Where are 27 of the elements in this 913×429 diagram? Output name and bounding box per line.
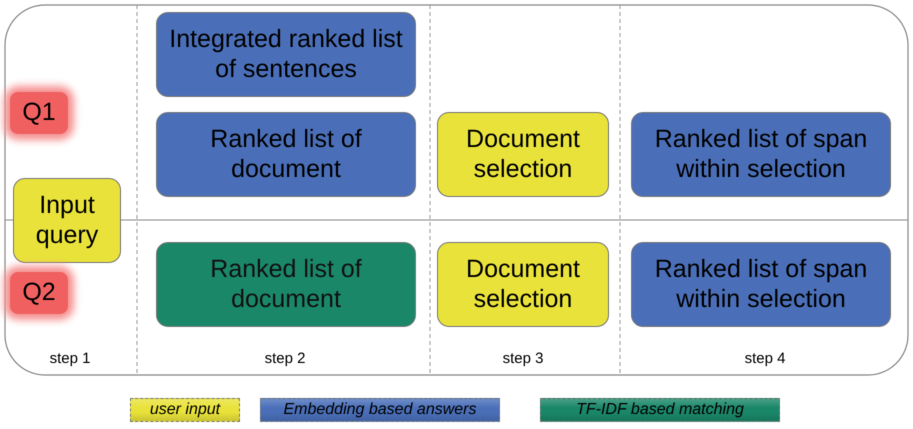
step-box <box>156 242 416 327</box>
highlight-tag <box>10 272 68 314</box>
step-box <box>437 242 609 327</box>
box-text: Document selection <box>465 255 581 314</box>
step-box <box>437 112 609 197</box>
highlight-tag <box>10 92 68 134</box>
box-text: Q1 <box>22 98 56 128</box>
step-box <box>156 112 416 197</box>
step-box <box>631 242 891 327</box>
legend-text: TF-IDF based matching <box>575 400 745 420</box>
step-label: step 4 <box>744 350 786 367</box>
box-text: Ranked list of span within selection <box>654 255 868 314</box>
step-label: step 3 <box>502 350 544 367</box>
box-text: Integrated ranked list of sentences <box>168 25 404 84</box>
legend-text: Embedding based answers <box>282 400 478 420</box>
step-box <box>13 178 121 263</box>
step-label: step 2 <box>264 350 306 367</box>
box-text: Ranked list of document <box>209 255 363 314</box>
step-box <box>631 112 891 197</box>
box-text: Q2 <box>22 278 56 308</box>
step-box <box>156 12 416 97</box>
legend-text: user input <box>148 400 222 420</box>
box-text: Ranked list of span within selection <box>654 125 868 184</box>
box-text: Ranked list of document <box>209 125 363 184</box>
box-text: Input query <box>34 191 100 250</box>
box-text: Document selection <box>465 125 581 184</box>
step-label: step 1 <box>48 350 92 367</box>
